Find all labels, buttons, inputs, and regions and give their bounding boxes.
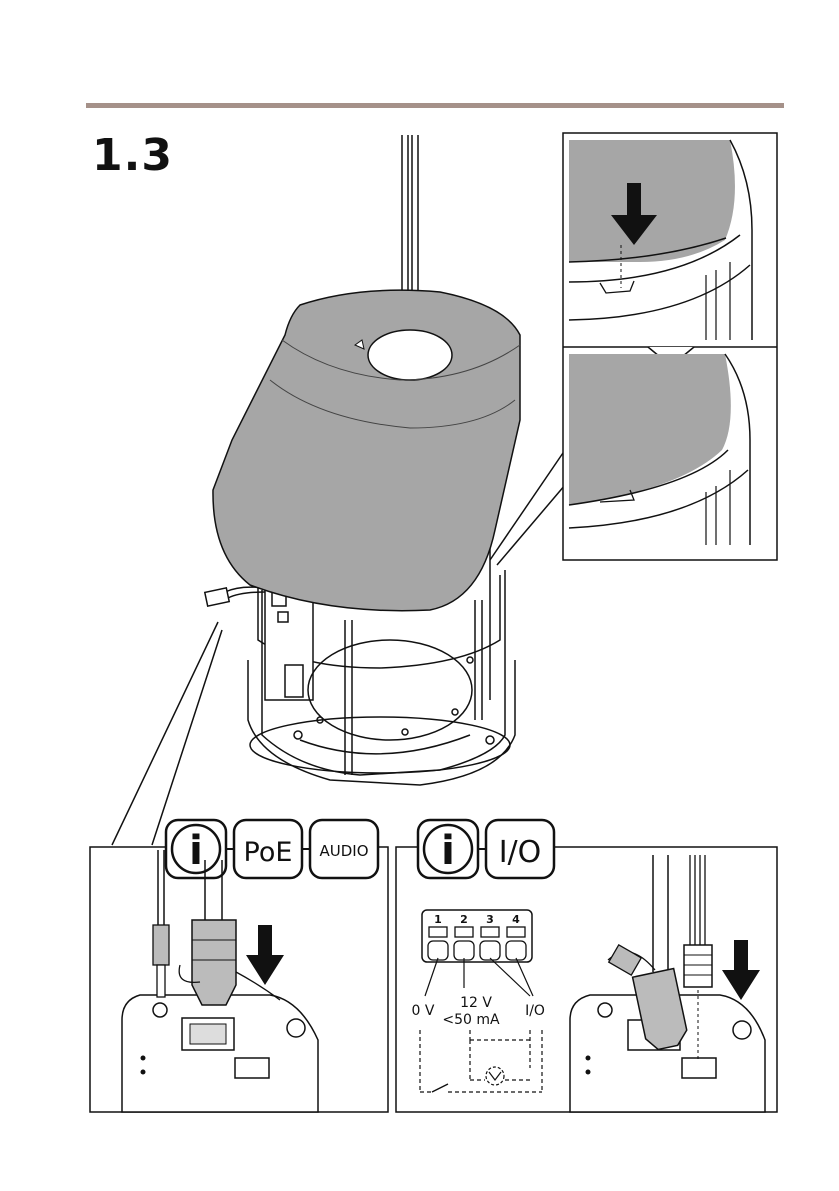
down-arrow-icon — [722, 940, 760, 1000]
io-icon: I/O — [486, 820, 554, 878]
poe-icon: PoE — [234, 820, 302, 878]
label-0v: 0 V — [412, 1003, 435, 1019]
label-current-limit: <50 mA — [442, 1012, 500, 1028]
terminal-block-diagram: 1 2 3 4 0 V 12 V <50 mA I/O — [412, 910, 545, 1092]
poe-audio-panel: i PoE AUDIO — [90, 820, 388, 1112]
pin-label-2: 2 — [460, 913, 468, 926]
label-io: I/O — [525, 1003, 545, 1019]
audio-icon: AUDIO — [310, 820, 378, 878]
poe-badge-text: PoE — [244, 837, 293, 868]
info-badge-text: i — [189, 828, 203, 874]
label-12v: 12 V — [460, 995, 492, 1011]
pin-label-3: 3 — [486, 913, 494, 926]
pin-label-1: 1 — [434, 913, 442, 926]
down-arrow-icon — [246, 925, 284, 985]
cover-alignment-inset — [563, 133, 777, 560]
pin-label-4: 4 — [512, 913, 520, 926]
info-icon: i — [166, 820, 226, 878]
audio-badge-text: AUDIO — [319, 842, 368, 860]
io-panel: i I/O 1 2 3 4 — [396, 820, 777, 1112]
speaker-cover — [213, 290, 520, 611]
info-badge-text: i — [441, 828, 455, 874]
header-rule — [86, 103, 784, 108]
info-icon: i — [418, 820, 478, 878]
main-speaker-drawing — [112, 135, 565, 845]
io-badge-text: I/O — [499, 835, 542, 870]
